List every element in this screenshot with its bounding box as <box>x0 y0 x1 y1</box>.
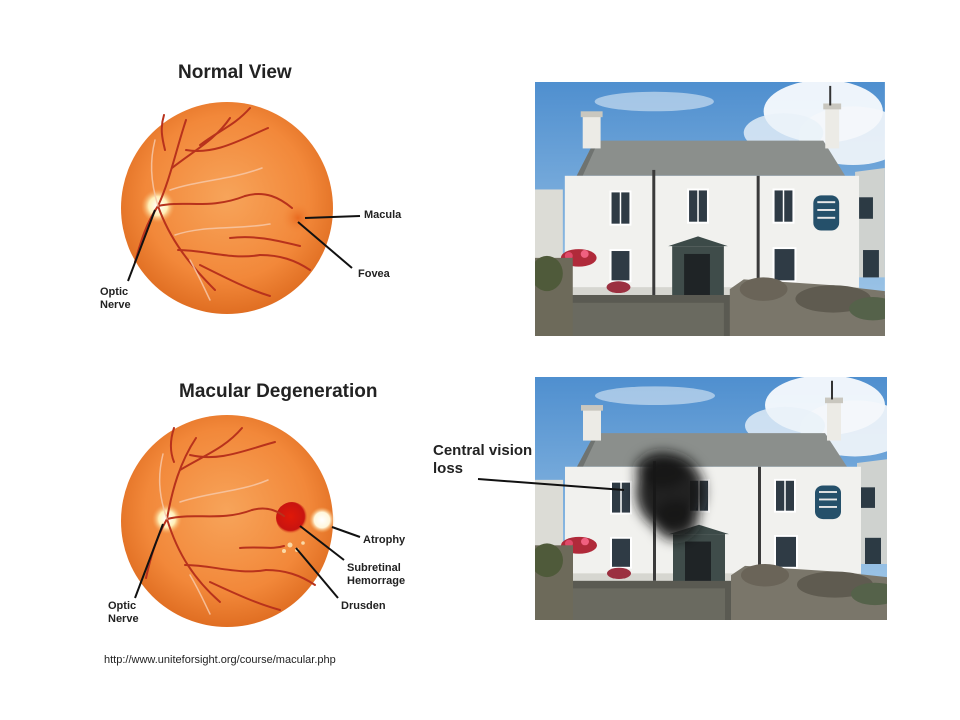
normal-retina <box>121 102 333 314</box>
central-vision-loss-label: Central vision loss <box>433 442 532 478</box>
optic-nerve-label-line1: Optic <box>100 286 129 298</box>
subretinal-hemorrage-line1: Subretinal <box>347 562 401 574</box>
central-scotoma <box>636 452 704 540</box>
optic-nerve-label-line1: Optic <box>108 600 137 612</box>
degenerated-pale-vessels <box>158 453 269 615</box>
central-vision-loss-line2: loss <box>433 460 464 477</box>
subretinal-hemorrage-line2: Hemorrage <box>347 575 406 587</box>
optic-nerve-label-line2: Nerve <box>100 299 131 311</box>
normal-view-title: Normal View <box>178 62 292 83</box>
normal-vision-photo <box>535 82 885 336</box>
optic-nerve-label-normal: Optic Nerve <box>100 286 131 312</box>
degenerated-retina <box>121 415 335 627</box>
central-vision-loss-line1: Central vision <box>433 442 533 459</box>
normal-pale-vessels <box>150 139 271 301</box>
normal-vessels <box>134 107 311 297</box>
subretinal-hemorrage-label: Subretinal Hemorrage <box>347 562 405 588</box>
macula-label: Macula <box>364 209 402 221</box>
optic-nerve-label-degenerated: Optic Nerve <box>108 600 139 626</box>
atrophy-spot <box>309 507 335 533</box>
drusden-label: Drusden <box>341 600 386 612</box>
fovea-label: Fovea <box>358 268 390 280</box>
degenerated-vision-photo <box>535 377 887 620</box>
leader-lines <box>127 209 625 599</box>
atrophy-label: Atrophy <box>363 534 406 546</box>
optic-nerve-label-line2: Nerve <box>108 613 139 625</box>
macular-degeneration-title: Macular Degeneration <box>179 381 378 402</box>
source-url: http://www.uniteforsight.org/course/macu… <box>104 654 336 666</box>
